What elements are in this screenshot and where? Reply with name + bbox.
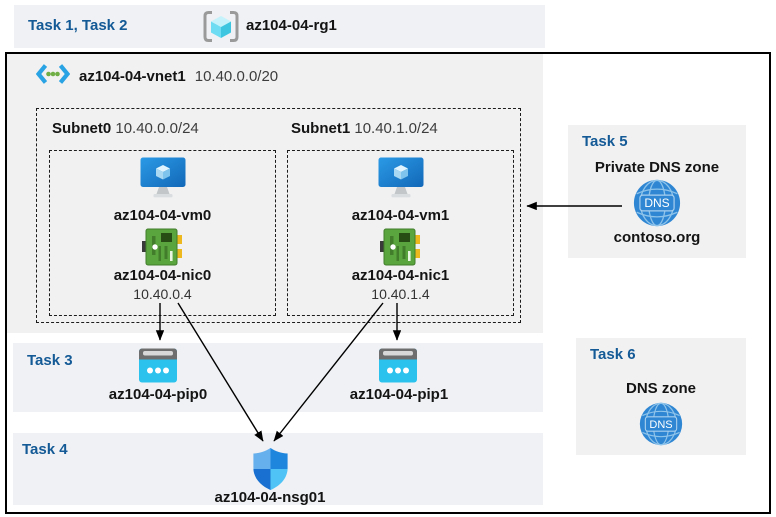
vm1-icon: [378, 157, 424, 204]
nic1-name: az104-04-nic1: [351, 267, 450, 284]
vnet-name: az104-04-vnet1: [79, 68, 186, 85]
subnet1-name: Subnet1: [291, 120, 351, 137]
vm0-name: az104-04-vm0: [113, 207, 212, 224]
pip0-icon: [139, 348, 177, 388]
task6-label: Task 6: [590, 346, 636, 363]
subnet0-cidr: 10.40.0.0/24: [115, 120, 199, 137]
subnet1-cidr: 10.40.1.0/24: [354, 120, 438, 137]
nic0-name: az104-04-nic0: [113, 267, 212, 284]
subnet1-label: Subnet1 10.40.1.0/24: [291, 120, 438, 137]
dns-zone-icon-text: DNS: [649, 419, 672, 431]
virtual-network-icon: [35, 62, 71, 91]
pip1-name: az104-04-pip1: [349, 386, 449, 403]
subnet0-box: az104-04-vm0 az104-04-nic0 10.40.0.4: [49, 150, 276, 316]
task3-label: Task 3: [27, 352, 73, 369]
task1-2-band: Task 1, Task 2 az104-04-rg1: [14, 5, 545, 48]
subnet0-name: Subnet0: [52, 120, 112, 137]
nic1-icon: [379, 228, 422, 271]
task4-label: Task 4: [22, 441, 68, 458]
dns-zone-title: DNS zone: [625, 380, 697, 397]
private-dns-icon-text: DNS: [644, 196, 669, 210]
task5-label: Task 5: [582, 133, 628, 150]
nic0-icon: [141, 228, 184, 271]
pip0-name: az104-04-pip0: [108, 386, 208, 403]
vm0-icon: [140, 157, 186, 204]
private-dns-zone-title: Private DNS zone: [594, 159, 720, 176]
task5-box: Task 5 Private DNS zone DNS contoso.org: [568, 125, 746, 258]
private-dns-zone-icon: DNS: [633, 179, 681, 232]
nic1-ip: 10.40.1.4: [371, 286, 430, 302]
nsg-icon: [252, 447, 289, 496]
task3-band: Task 3: [13, 343, 543, 412]
vnet-header: az104-04-vnet1 10.40.0.0/20: [35, 62, 279, 91]
private-dns-zone-name: contoso.org: [613, 229, 701, 246]
subnet1-box: az104-04-vm1 az104-04-nic1 10.40.1.4: [287, 150, 514, 316]
resource-group-icon: [203, 10, 239, 48]
nsg-name: az104-04-nsg01: [214, 489, 326, 506]
vnet-cidr: 10.40.0.0/20: [194, 68, 279, 85]
task1-2-label: Task 1, Task 2: [28, 17, 128, 34]
task6-box: Task 6 DNS zone DNS: [576, 338, 746, 455]
pip1-icon: [379, 348, 417, 388]
subnet0-label: Subnet0 10.40.0.0/24: [52, 120, 199, 137]
nic0-ip: 10.40.0.4: [133, 286, 192, 302]
dns-zone-icon: DNS: [639, 402, 683, 451]
resource-group-name: az104-04-rg1: [246, 17, 337, 34]
vm1-name: az104-04-vm1: [351, 207, 450, 224]
